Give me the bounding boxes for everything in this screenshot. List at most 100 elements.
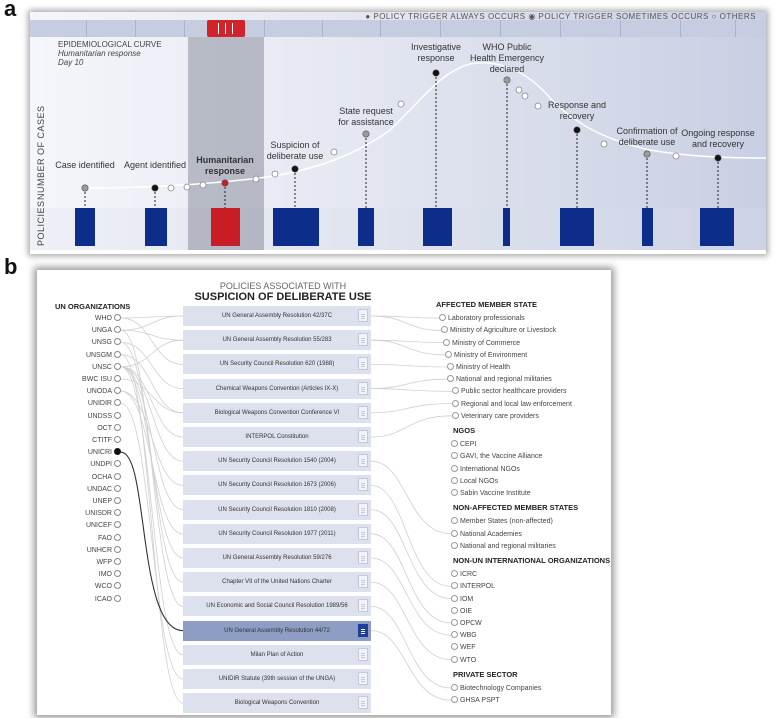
- policy-row[interactable]: UN Security Council Resolution 1540 (200…: [183, 451, 371, 472]
- un-org-node[interactable]: [114, 314, 121, 321]
- stakeholder-node[interactable]: [451, 440, 458, 448]
- un-org-item[interactable]: UNSGM: [86, 350, 121, 359]
- un-org-item[interactable]: WFP: [96, 558, 121, 566]
- stakeholder-item[interactable]: National and regional militaries: [447, 375, 552, 383]
- stakeholder-node[interactable]: [451, 582, 458, 590]
- policy-row[interactable]: Biological Weapons Convention Conference…: [183, 402, 371, 423]
- policy-bar[interactable]: [700, 208, 734, 246]
- un-org-item[interactable]: UNDSS: [87, 411, 121, 420]
- un-org-node[interactable]: [114, 387, 121, 395]
- un-org-node[interactable]: [114, 484, 121, 492]
- stakeholder-node[interactable]: [451, 619, 458, 626]
- stakeholder-item[interactable]: IOM: [451, 594, 473, 603]
- document-icon[interactable]: [358, 502, 368, 516]
- policy-row[interactable]: UN Security Council Resolution 1977 (201…: [183, 523, 371, 544]
- document-icon[interactable]: [358, 647, 368, 661]
- event-marker[interactable]: [573, 126, 581, 134]
- stakeholder-node[interactable]: [452, 399, 459, 407]
- stakeholder-item[interactable]: National and regional militaries: [451, 541, 556, 550]
- un-org-node[interactable]: [114, 423, 121, 431]
- stakeholder-item[interactable]: INTERPOL: [451, 582, 495, 590]
- un-org-node[interactable]: [114, 582, 121, 590]
- stakeholder-item[interactable]: International NGOs: [451, 464, 520, 473]
- un-org-item[interactable]: UNSG: [92, 338, 121, 346]
- stakeholder-item[interactable]: CEPI: [451, 440, 476, 448]
- document-icon[interactable]: [358, 430, 368, 443]
- policy-row[interactable]: UN General Assembly Resolution 44/72: [183, 620, 371, 641]
- policy-row[interactable]: Biological Weapons Convention: [183, 693, 371, 714]
- document-icon[interactable]: [358, 623, 368, 637]
- document-icon[interactable]: [358, 357, 368, 371]
- policy-row[interactable]: Milan Plan of Action: [183, 644, 371, 665]
- stakeholder-item[interactable]: Veterinary care providers: [452, 411, 539, 420]
- stakeholder-item[interactable]: WBG: [451, 631, 477, 639]
- un-org-item[interactable]: UNICRI: [88, 448, 121, 456]
- un-org-item[interactable]: UNGA: [92, 326, 121, 334]
- policy-bar[interactable]: [423, 208, 452, 246]
- stakeholder-node[interactable]: [439, 314, 446, 322]
- stakeholder-item[interactable]: National Academies: [451, 529, 522, 538]
- policy-row[interactable]: Chapter VII of the United Nations Charte…: [183, 572, 371, 593]
- stakeholder-node[interactable]: [451, 631, 458, 639]
- stakeholder-item[interactable]: Public sector healthcare providers: [452, 387, 566, 395]
- current-day-marker[interactable]: [207, 20, 245, 37]
- un-org-item[interactable]: FAO: [98, 533, 121, 542]
- stakeholder-item[interactable]: Ministry of Environment: [445, 350, 527, 359]
- un-org-node[interactable]: [114, 411, 121, 419]
- event-marker[interactable]: [151, 184, 159, 192]
- stakeholder-node[interactable]: [441, 326, 448, 334]
- policy-row[interactable]: Chemical Weapons Convention (Articles IX…: [183, 378, 371, 399]
- policy-row[interactable]: UN Security Council Resolution 620 (1988…: [183, 354, 371, 375]
- stakeholder-node[interactable]: [447, 363, 454, 370]
- event-marker[interactable]: [81, 184, 89, 192]
- stakeholder-node[interactable]: [451, 684, 458, 691]
- stakeholder-item[interactable]: Local NGOs: [451, 476, 498, 485]
- document-icon[interactable]: [358, 333, 368, 347]
- document-icon[interactable]: [358, 454, 368, 468]
- stakeholder-node[interactable]: [451, 655, 458, 663]
- stakeholder-item[interactable]: WTO: [451, 655, 476, 664]
- other-trigger-dot[interactable]: [252, 175, 260, 183]
- un-org-item[interactable]: UNIDIR: [88, 399, 121, 407]
- stakeholder-node[interactable]: [451, 517, 458, 525]
- un-org-node[interactable]: [114, 472, 121, 480]
- other-trigger-dot[interactable]: [167, 184, 175, 192]
- other-trigger-dot[interactable]: [397, 100, 405, 108]
- stakeholder-node[interactable]: [451, 594, 458, 602]
- event-marker[interactable]: [503, 76, 511, 84]
- un-org-item[interactable]: IMO: [99, 570, 121, 578]
- un-org-item[interactable]: UNISDR: [85, 509, 121, 517]
- un-org-item[interactable]: WCO: [95, 582, 121, 590]
- event-marker[interactable]: [714, 154, 722, 162]
- stakeholder-node[interactable]: [451, 570, 458, 578]
- event-marker[interactable]: [362, 130, 370, 138]
- un-org-item[interactable]: BWC ISU: [82, 375, 121, 383]
- document-icon[interactable]: [358, 405, 368, 419]
- stakeholder-item[interactable]: ICRC: [451, 570, 477, 578]
- un-org-node[interactable]: [114, 533, 121, 541]
- other-trigger-dot[interactable]: [600, 140, 608, 148]
- stakeholder-node[interactable]: [451, 464, 458, 472]
- un-org-node[interactable]: [114, 375, 121, 382]
- policy-bar[interactable]: [503, 208, 510, 246]
- policy-row[interactable]: UN Economic and Social Council Resolutio…: [183, 596, 371, 617]
- stakeholder-node[interactable]: [452, 387, 459, 395]
- un-org-node[interactable]: [114, 545, 121, 553]
- un-org-node[interactable]: [114, 338, 121, 346]
- stakeholder-node[interactable]: [445, 350, 452, 358]
- stakeholder-item[interactable]: GAVI, the Vaccine Alliance: [451, 452, 542, 460]
- un-org-node[interactable]: [114, 460, 121, 468]
- un-org-node[interactable]: [114, 448, 121, 456]
- document-icon[interactable]: [358, 672, 368, 685]
- stakeholder-item[interactable]: WEF: [451, 643, 476, 651]
- un-org-item[interactable]: CTITF: [92, 436, 121, 444]
- un-org-item[interactable]: UNHCR: [87, 545, 121, 554]
- policy-bar[interactable]: [75, 208, 95, 246]
- stakeholder-item[interactable]: Ministry of Commerce: [443, 338, 520, 347]
- un-org-node[interactable]: [114, 399, 121, 407]
- stakeholder-item[interactable]: Ministry of Agriculture or Livestock: [441, 326, 556, 334]
- stakeholder-item[interactable]: GHSA PSPT: [451, 696, 500, 704]
- un-org-item[interactable]: WHO: [95, 314, 121, 322]
- stakeholder-node[interactable]: [451, 476, 458, 484]
- document-icon[interactable]: [358, 381, 368, 395]
